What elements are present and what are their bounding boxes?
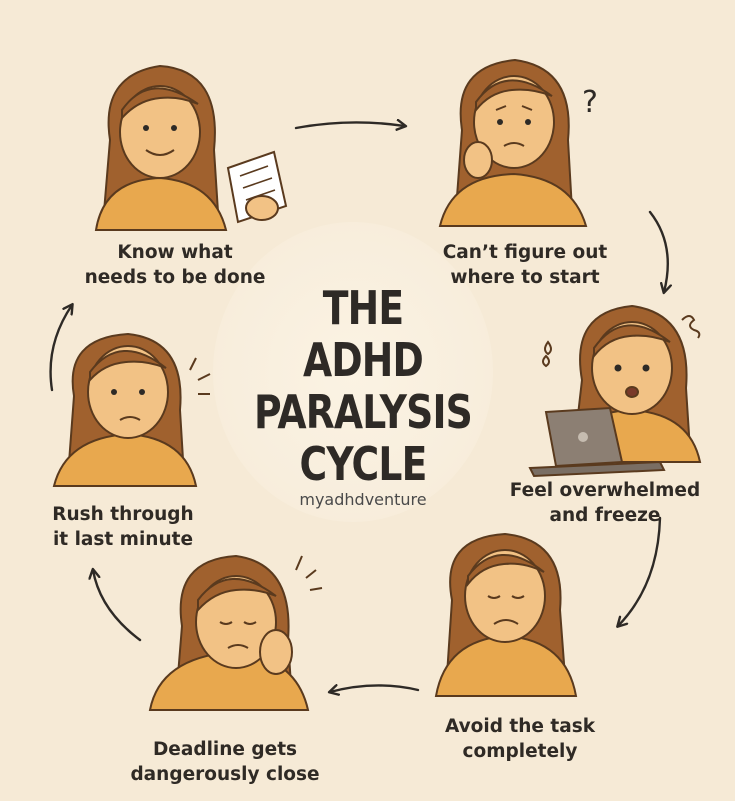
diagram-title: THE ADHD PARALYSIS CYCLE bbox=[240, 282, 486, 490]
step-label-avoid-task: Avoid the task completely bbox=[420, 714, 620, 764]
figure-overwhelmed bbox=[528, 304, 702, 478]
step-label-rush-through: Rush through it last minute bbox=[28, 502, 218, 552]
figure-avoid-task bbox=[434, 532, 578, 697]
title-line-1: THE bbox=[322, 281, 404, 335]
title-line-2: ADHD bbox=[302, 333, 424, 387]
stress-lines-icon bbox=[295, 555, 323, 591]
step-label-deadline: Deadline gets dangerously close bbox=[110, 737, 340, 787]
arrow-5-to-6 bbox=[93, 570, 142, 642]
center-circle bbox=[213, 222, 493, 522]
title-line-4: CYCLE bbox=[299, 437, 427, 491]
step-1-line-2: needs to be done bbox=[84, 267, 266, 288]
step-2-line-2: where to start bbox=[450, 267, 600, 288]
step-4-line-2: completely bbox=[462, 741, 578, 762]
step-4-line-1: Avoid the task bbox=[444, 716, 596, 737]
arrow-2-to-3 bbox=[648, 210, 668, 292]
arrow-3-to-4 bbox=[618, 516, 662, 626]
sweat-drop-icon bbox=[542, 340, 552, 368]
step-label-cant-figure-out: Can’t figure out where to start bbox=[420, 240, 630, 290]
brand-watermark: myadhdventure bbox=[299, 490, 427, 509]
step-3-line-2: and freeze bbox=[549, 505, 661, 526]
step-label-know-what: Know what needs to be done bbox=[70, 240, 280, 290]
step-6-line-1: Rush through bbox=[52, 504, 194, 525]
step-label-overwhelmed: Feel overwhelmed and freeze bbox=[490, 478, 720, 528]
step-5-line-2: dangerously close bbox=[130, 764, 320, 785]
stress-squiggle-icon bbox=[681, 315, 701, 339]
figure-deadline bbox=[148, 554, 323, 711]
arrow-1-to-2 bbox=[294, 122, 405, 128]
cycle-arrows bbox=[49, 122, 668, 692]
step-3-line-1: Feel overwhelmed bbox=[509, 480, 701, 501]
title-line-3: PARALYSIS bbox=[253, 385, 473, 439]
figure-know-what bbox=[94, 64, 288, 231]
stress-lines-icon bbox=[189, 357, 211, 395]
step-6-line-2: it last minute bbox=[52, 529, 194, 550]
arrow-4-to-5 bbox=[330, 685, 420, 692]
step-2-line-1: Can’t figure out bbox=[442, 242, 608, 263]
step-5-line-1: Deadline gets bbox=[152, 739, 298, 760]
laptop-icon bbox=[528, 406, 666, 478]
step-1-line-1: Know what bbox=[117, 242, 233, 263]
figure-rush-through bbox=[52, 332, 211, 487]
arrow-6-to-1 bbox=[49, 305, 72, 392]
question-mark-icon: ? bbox=[582, 85, 598, 120]
figure-cant-figure-out: ? bbox=[438, 58, 598, 227]
